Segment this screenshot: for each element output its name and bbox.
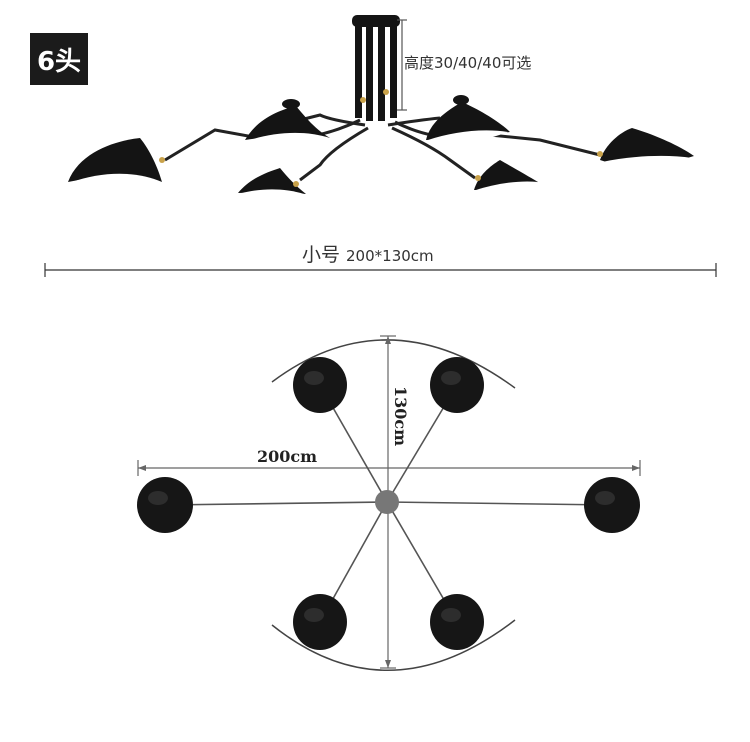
lamp-shade-right-upper [426,95,510,143]
width-dimension-line [44,263,717,277]
lamp-shade-far-left [68,138,165,185]
plan-shade-left [137,477,193,533]
outline-arc-top [271,339,516,389]
chandelier-illustration [44,15,717,277]
stem-knob [360,97,366,103]
plan-depth-label: 130cm [391,386,410,446]
plan-shade-top-right [430,357,484,413]
head-count-badge: 6头 [30,33,88,85]
size-name: 小号 [302,244,341,266]
height-options-label: 高度30/40/40可选 [404,54,532,72]
outline-arc-bottom [271,619,516,671]
plan-shade-top-left [293,357,347,413]
lamp-shade-right-lower [474,160,538,192]
height-dimension-bar [397,19,407,111]
plan-width-label: 200cm [257,447,317,466]
lamp-shade-left-upper [245,99,330,145]
ceiling-canopy [352,15,400,27]
center-stems [355,26,397,121]
plan-shade-bottom-left [293,594,347,650]
lamp-shade-far-right [597,128,694,171]
plan-shade-right [584,477,640,533]
plan-shade-bottom-right [430,594,484,650]
plan-width-dimension [137,460,641,476]
plan-center-hub [375,490,399,514]
lamp-shade-left-lower [238,168,306,197]
stem-knob [383,89,389,95]
size-label: 小号 200*130cm [302,240,434,267]
size-value: 200*130cm [346,247,434,265]
